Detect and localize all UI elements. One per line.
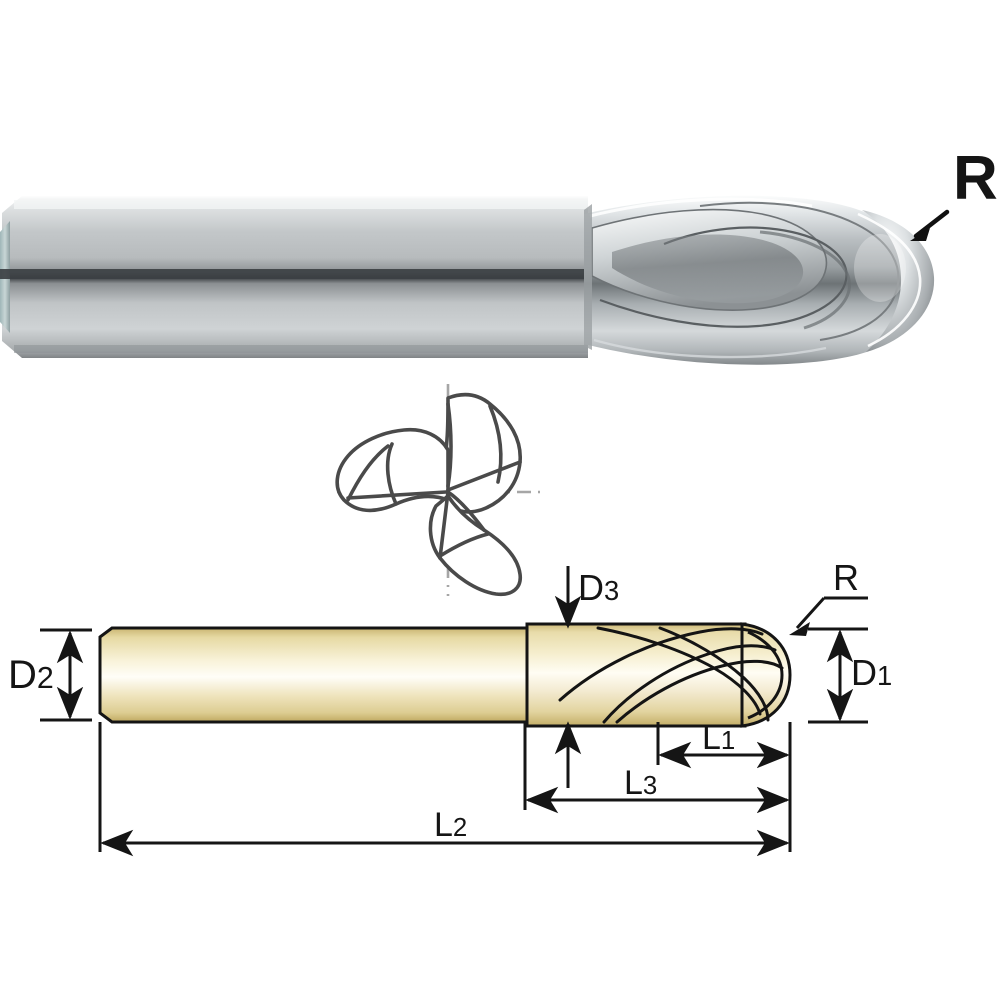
- dimension-D2: [40, 628, 92, 722]
- dimension-label-D1: D1: [851, 652, 893, 693]
- dimension-label-L3: L3: [624, 764, 658, 802]
- radius-label-photo: R: [953, 144, 998, 213]
- photo-radius-leader: [910, 209, 950, 241]
- photo-shank: [0, 196, 590, 358]
- dimension-label-L1: L1: [702, 719, 736, 757]
- dimension-label-L2: L2: [434, 806, 468, 844]
- dimension-label-D2: D2: [8, 653, 54, 697]
- dimension-D1: [808, 627, 868, 724]
- end-view-flute-geometry: [335, 392, 522, 597]
- dimension-label-D3: D3: [578, 567, 620, 608]
- dimension-L1: [656, 722, 792, 769]
- dimension-view-tool-body: [98, 622, 792, 728]
- dimension-R-leader: [789, 596, 868, 636]
- dimension-label-R: R: [833, 557, 859, 598]
- dimension-L3: [523, 722, 792, 814]
- photo-cutting-head: [584, 195, 935, 365]
- dimension-L2: [98, 722, 792, 857]
